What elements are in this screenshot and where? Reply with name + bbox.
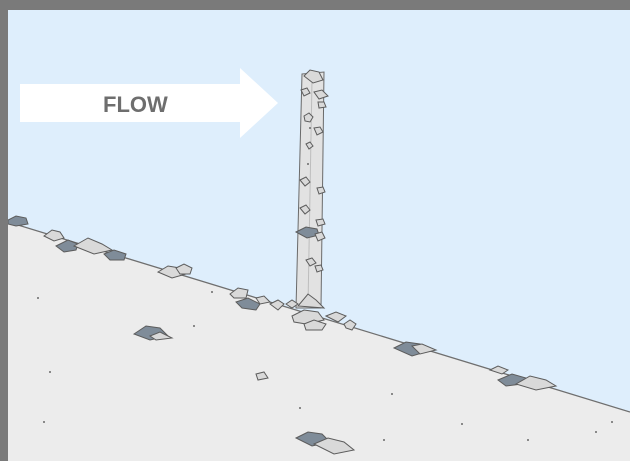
scene: FLOW [8,10,630,461]
embedded-stones [132,325,356,455]
sediment-specks [37,127,613,441]
stone-column [294,69,329,309]
surface-stones [8,215,558,391]
stream-bed-ground [8,222,630,461]
flow-arrow-label: FLOW [103,92,168,117]
flow-arrow [20,68,278,138]
stream-bed-diagram: FLOW [8,10,630,461]
